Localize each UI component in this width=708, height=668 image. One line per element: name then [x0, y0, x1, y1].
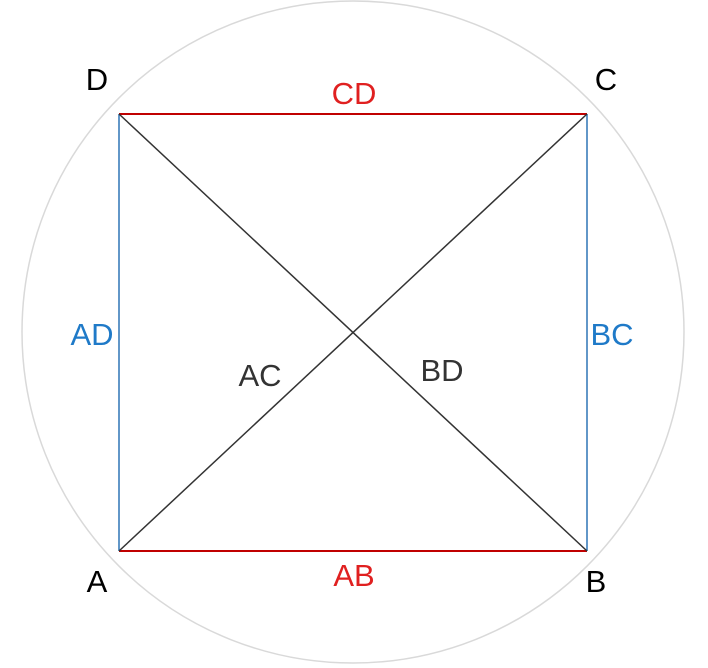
circumscribed-circle [21, 0, 685, 664]
diagonal-label-bd: BD [420, 353, 463, 388]
side-label-bc: BC [590, 317, 633, 352]
vertex-label-b: B [586, 564, 607, 599]
vertex-label-d: D [86, 62, 108, 97]
side-label-ab: AB [333, 558, 374, 593]
diagonal-label-ac: AC [238, 358, 281, 393]
side-label-cd: CD [332, 76, 377, 111]
side-label-ad: AD [70, 317, 113, 352]
diagonal-bd [118, 113, 588, 552]
vertex-label-c: C [595, 62, 617, 97]
vertex-label-a: A [87, 564, 108, 599]
